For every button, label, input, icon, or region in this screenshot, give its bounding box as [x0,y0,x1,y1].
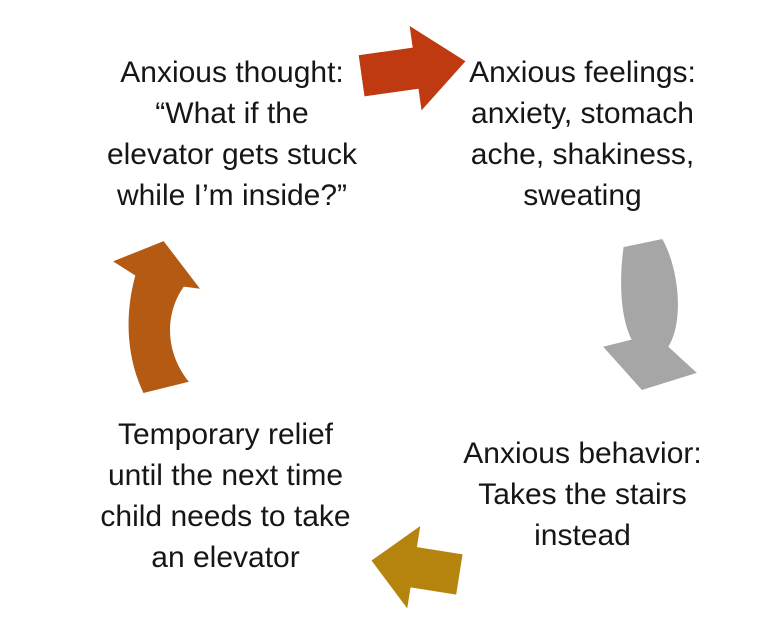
text-line: Anxious thought: [120,56,344,89]
curved-up-arrow-shape [113,241,200,393]
thought-to-feelings-arrow-icon [358,26,466,111]
text-line: elevator gets stuck [106,138,358,171]
text-line: until the next time [107,459,344,492]
text-line: Anxious behavior: [463,437,702,470]
text-line: sweating [523,179,642,212]
text-line: Anxious feelings: [469,56,696,89]
right-arrow-shape [358,26,466,111]
feelings-to-behavior-arrow-icon [603,239,697,390]
text-line: Temporary relief [117,418,334,451]
text-line: instead [534,519,631,552]
anxious-behavior-node: Anxious behavior: Takes the stairs inste… [425,433,740,556]
left-arrow-shape [371,526,463,609]
text-line: “What if the [155,97,309,130]
relief-to-thought-arrow-icon [113,241,200,393]
text-line: while I’m inside?” [116,179,348,212]
behavior-to-relief-arrow-icon [371,526,463,609]
text-line: ache, shakiness, [470,138,695,171]
text-line: an elevator [151,541,300,574]
text-line: Takes the stairs [478,478,687,511]
anxious-feelings-node: Anxious feelings: anxiety, stomach ache,… [425,52,740,216]
text-line: anxiety, stomach [471,97,694,130]
temporary-relief-node: Temporary relief until the next time chi… [58,414,393,578]
curved-down-arrow-shape [603,239,697,390]
text-line: child needs to take [100,500,351,533]
anxious-thought-node: Anxious thought: “What if the elevator g… [62,52,402,216]
